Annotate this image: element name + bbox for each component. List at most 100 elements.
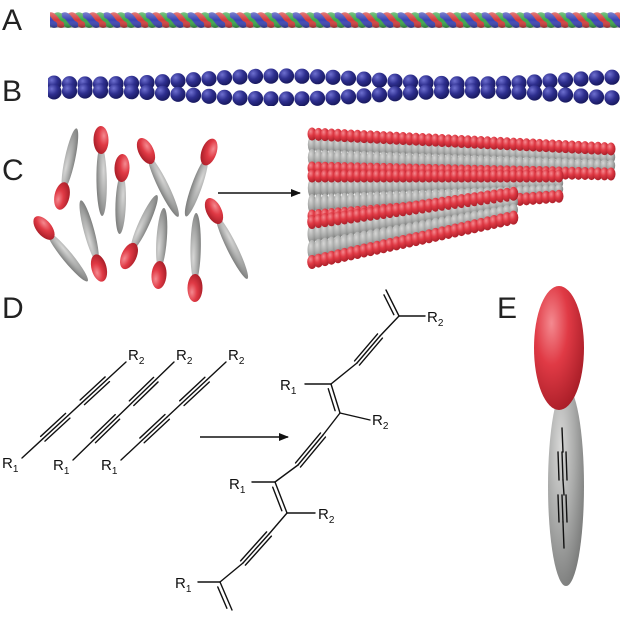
sheet-tail xyxy=(307,240,317,260)
bond xyxy=(128,376,155,402)
bond xyxy=(67,401,84,417)
sheet-head xyxy=(587,167,596,181)
sheet-tail xyxy=(379,151,388,168)
sheet-head xyxy=(535,138,544,152)
sheet-tail xyxy=(346,178,356,197)
blue-sphere xyxy=(340,89,357,105)
sheet-head xyxy=(320,128,330,142)
amphiphile-tail xyxy=(96,145,107,216)
sheet-head xyxy=(593,167,603,181)
sheet-head xyxy=(307,169,317,183)
bond xyxy=(294,432,322,464)
sheet-head xyxy=(392,131,401,145)
sheet-tail xyxy=(314,223,323,243)
blue-sphere xyxy=(557,87,574,103)
amphiphile xyxy=(79,200,108,282)
sheet-tail xyxy=(437,153,447,169)
sheet-tail xyxy=(405,140,414,157)
sheet-head xyxy=(418,169,427,183)
sheet-tail xyxy=(307,224,317,244)
blue-sphere xyxy=(201,88,217,104)
sheet-tail xyxy=(320,149,330,167)
r-group-label: R2 xyxy=(318,506,335,526)
blue-sphere xyxy=(278,68,295,84)
bond xyxy=(120,439,143,461)
sheet-head xyxy=(502,137,512,151)
blue-sphere xyxy=(387,86,403,102)
blue-sphere xyxy=(216,89,233,105)
sheet-head xyxy=(379,169,388,183)
amphiphile-head xyxy=(93,126,109,154)
sheet-head xyxy=(606,167,616,181)
bond xyxy=(274,464,299,483)
r-group-label: R2 xyxy=(427,309,444,329)
bond xyxy=(72,439,94,461)
sheet-head xyxy=(554,169,564,183)
sheet-tail xyxy=(366,151,375,168)
bond xyxy=(272,486,283,512)
sheet-head xyxy=(366,130,375,144)
sheet-head xyxy=(522,169,531,183)
sheet-tail xyxy=(411,178,421,194)
amphiphile-head xyxy=(534,286,584,410)
sheet-head xyxy=(463,135,473,149)
blue-sphere xyxy=(371,87,388,103)
r-group-label: R1 xyxy=(101,457,118,477)
sheet-head xyxy=(411,132,421,146)
sheet-head xyxy=(528,169,538,183)
bond xyxy=(274,481,288,514)
amphiphile-head xyxy=(90,254,108,282)
amphiphile xyxy=(136,138,179,217)
amphiphile-tail xyxy=(47,232,88,282)
sheet-tail xyxy=(398,152,408,168)
blue-sphere xyxy=(309,90,326,106)
bond xyxy=(143,418,171,444)
bond xyxy=(242,533,270,564)
blue-sphere xyxy=(92,83,109,99)
amphiphile xyxy=(93,126,109,216)
amphiphile-head xyxy=(120,242,138,270)
sheet-head xyxy=(470,169,479,183)
sheet-head xyxy=(340,129,349,143)
r-group-label: R2 xyxy=(176,347,193,367)
bond xyxy=(339,412,371,421)
bond xyxy=(219,581,233,611)
sheet-tail xyxy=(333,235,343,255)
amphiphile xyxy=(204,198,249,279)
sheet-head xyxy=(327,169,336,183)
sheet-head xyxy=(457,169,466,183)
blue-sphere xyxy=(108,83,124,99)
bond xyxy=(183,381,210,407)
sheet-tail xyxy=(353,178,362,197)
r-group-label: R1 xyxy=(229,476,246,496)
helix-strand-segment xyxy=(618,21,620,27)
sheet-head xyxy=(496,136,505,150)
sheet-head xyxy=(418,133,427,147)
amphiphile-head xyxy=(200,138,218,166)
sheet-tail xyxy=(418,152,427,169)
sheet-head xyxy=(496,169,505,183)
bond xyxy=(21,438,44,459)
r-group-label: R2 xyxy=(228,347,245,367)
blue-sphere xyxy=(573,71,589,87)
bond xyxy=(179,376,206,402)
sheet-tail xyxy=(385,190,395,208)
amphiphile-tail xyxy=(156,207,168,270)
sheet-head xyxy=(548,190,557,204)
sheet-tail xyxy=(398,140,408,157)
sheet-tail xyxy=(353,138,362,155)
sheet-head xyxy=(567,140,577,154)
bond xyxy=(330,362,358,385)
sheet-tail xyxy=(405,152,414,168)
bond xyxy=(206,361,227,381)
sheet-head xyxy=(333,169,343,183)
blue-sphere xyxy=(154,85,171,101)
sheet-head xyxy=(554,139,564,153)
sheet-head xyxy=(483,169,492,183)
amphiphile xyxy=(33,216,88,282)
sheet-tail xyxy=(418,141,427,157)
sheet-head xyxy=(385,131,395,145)
sheet-head xyxy=(431,133,440,147)
sheet-head xyxy=(476,135,486,149)
sheet-head xyxy=(509,137,518,151)
